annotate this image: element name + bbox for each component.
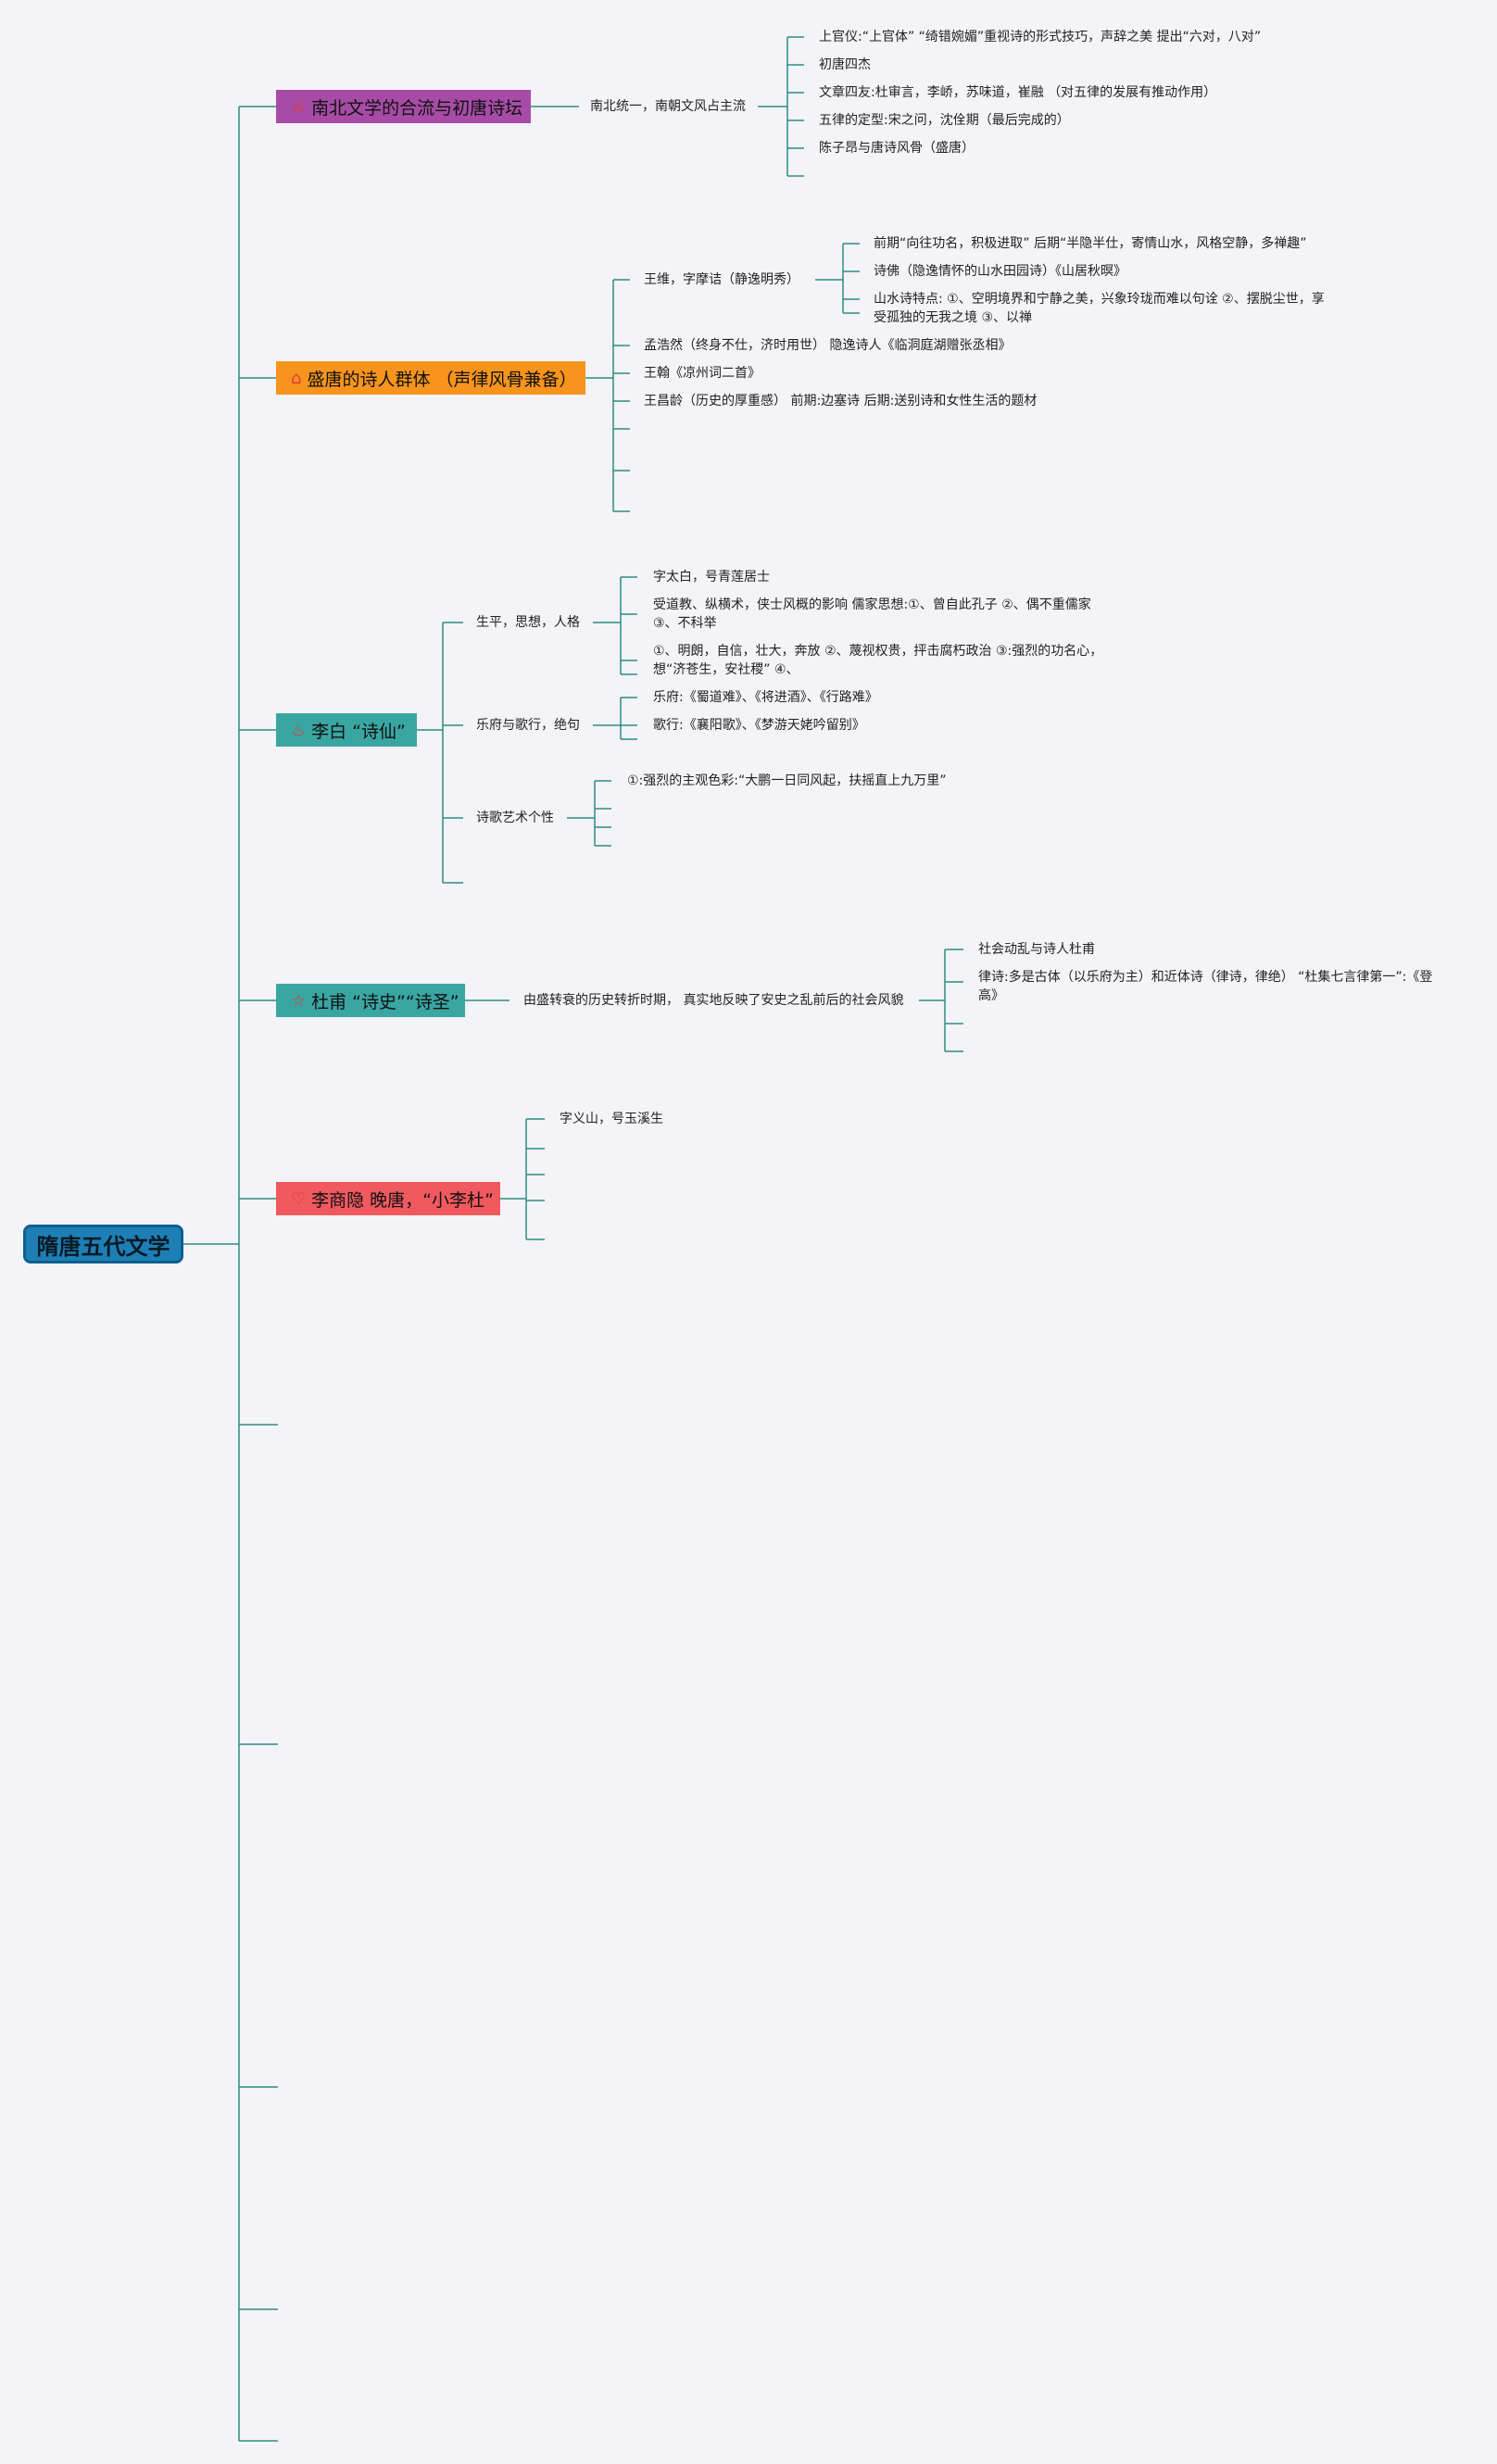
leaf[interactable]: 上官仪:“上官体” “绮错婉媚”重视诗的形式技巧，声辞之美 提出“六对，八对”: [819, 30, 1262, 44]
leaf[interactable]: 字太白，号青莲居士: [653, 570, 770, 585]
branch-node-1[interactable]: ⚔ 南北文学的合流与初唐诗坛: [276, 90, 531, 123]
leaf[interactable]: 山水诗特点: ①、空明境界和宁静之美，兴象玲珑而难以句诠 ②、摆脱尘世，享受孤独…: [874, 292, 1325, 325]
heart-icon: ♡: [291, 1188, 307, 1209]
leaf[interactable]: ①:强烈的主观色彩:“大鹏一日同风起，扶摇直上九万里”: [627, 773, 947, 788]
root-title: 隋唐五代文学: [36, 1233, 170, 1260]
leaf[interactable]: 孟浩然（终身不仕，济时用世） 隐逸诗人《临洞庭湖赠张丞相》: [644, 338, 1012, 353]
fire-icon: ♨: [291, 720, 307, 740]
leaf[interactable]: 初唐四杰: [819, 57, 871, 72]
house-icon: ⌂: [291, 368, 302, 388]
branch-title: 杜甫 “诗史”“诗圣”: [311, 991, 459, 1012]
leaf[interactable]: 王翰《凉州词二首》: [644, 366, 761, 381]
leaf[interactable]: 前期“向往功名，积极进取” 后期“半隐半仕，寄情山水，风格空静，多禅趣”: [874, 236, 1307, 251]
leaf[interactable]: ①、明朗，自信，壮大，奔放 ②、蔑视权贵，抨击腐朽政治 ③:强烈的功名心，想“济…: [653, 644, 1103, 677]
branch-node-4[interactable]: ☆ 杜甫 “诗史”“诗圣”: [276, 984, 465, 1017]
leaf[interactable]: 陈子昂与唐诗风骨（盛唐）: [819, 141, 975, 156]
songs-node[interactable]: 乐府与歌行，绝句: [476, 718, 580, 733]
star-icon: ☆: [291, 990, 307, 1011]
leaf[interactable]: 五律的定型:宋之问，沈佺期（最后完成的）: [819, 113, 1070, 128]
branch-node-5[interactable]: ♡ 李商隐 晚唐，“小李杜”: [276, 1182, 500, 1215]
root-node[interactable]: 隋唐五代文学: [23, 1225, 183, 1263]
branch-title: 南北文学的合流与初唐诗坛: [311, 97, 523, 119]
leaf[interactable]: 律诗:多是古体（以乐府为主）和近体诗（律诗，律绝） “杜集七言律第一”:《登高》: [978, 970, 1433, 1003]
branch-title: 盛唐的诗人群体 （声律风骨兼备）: [307, 369, 577, 390]
branch-1-sub[interactable]: 南北统一，南朝文风占主流: [590, 99, 746, 114]
wangwei-node[interactable]: 王维，字摩诘（静逸明秀）: [644, 272, 799, 287]
leaf[interactable]: 社会动乱与诗人杜甫: [978, 942, 1095, 957]
branch-node-2[interactable]: ⌂ 盛唐的诗人群体 （声律风骨兼备）: [276, 361, 585, 395]
life-node[interactable]: 生平，思想，人格: [476, 615, 580, 630]
leaf[interactable]: 受道教、纵横术，侠士风概的影响 儒家思想:①、曾自此孔子 ②、偶不重儒家③、不科…: [653, 597, 1091, 631]
leaf[interactable]: 歌行:《襄阳歌》、《梦游天姥吟留别》: [653, 718, 865, 733]
leaf[interactable]: 文章四友:杜审言，李峤，苏味道，崔融 （对五律的发展有推动作用）: [819, 85, 1217, 100]
sword-icon: ⚔: [291, 96, 307, 117]
leaf[interactable]: 诗佛（隐逸情怀的山水田园诗）《山居秋暝》: [874, 264, 1126, 279]
branch-title: 李白 “诗仙”: [311, 721, 406, 742]
art-node[interactable]: 诗歌艺术个性: [476, 811, 554, 825]
branch-node-3[interactable]: ♨ 李白 “诗仙”: [276, 713, 417, 747]
branch-4-sub[interactable]: 由盛转衰的历史转折时期， 真实地反映了安史之乱前后的社会风貌: [523, 993, 904, 1008]
branch-title: 李商隐 晚唐，“小李杜”: [311, 1189, 494, 1211]
leaf[interactable]: 王昌龄（历史的厚重感） 前期:边塞诗 后期:送别诗和女性生活的题材: [644, 394, 1038, 409]
leaf[interactable]: 字义山，号玉溪生: [560, 1112, 663, 1126]
leaf[interactable]: 乐府:《蜀道难》、《将进酒》、《行路难》: [653, 690, 878, 705]
